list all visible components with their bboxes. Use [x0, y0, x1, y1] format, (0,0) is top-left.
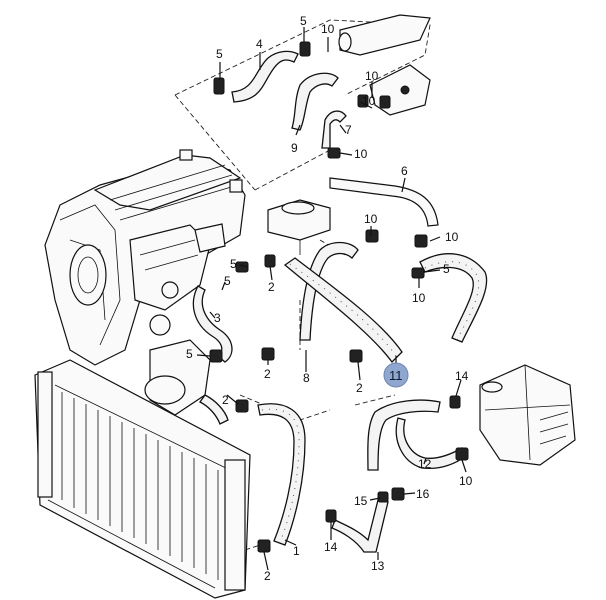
radiator — [34, 359, 251, 599]
highlighted-callout-11[interactable]: 11 — [383, 362, 409, 388]
leader-lines — [196, 27, 467, 571]
label-4: 4 — [256, 37, 263, 51]
label-10: 10 — [365, 69, 379, 83]
label-10: 10 — [459, 474, 473, 488]
label-13: 13 — [371, 559, 385, 573]
label-5: 5 — [224, 274, 231, 288]
label-10: 10 — [412, 291, 426, 305]
label-14: 14 — [324, 540, 338, 554]
label-6: 6 — [401, 164, 408, 178]
label-11: 11 — [389, 368, 403, 383]
label-2: 2 — [356, 381, 363, 395]
label-10: 10 — [364, 212, 378, 226]
label-2: 2 — [268, 280, 275, 294]
label-2: 2 — [264, 569, 271, 583]
label-10: 10 — [445, 230, 459, 244]
label-5: 5 — [443, 262, 450, 276]
coolant-reservoir — [479, 364, 576, 466]
label-15: 15 — [354, 494, 368, 508]
label-1: 1 — [293, 544, 300, 558]
label-14: 14 — [455, 369, 469, 383]
label-7: 7 — [345, 123, 352, 137]
label-5: 5 — [216, 47, 223, 61]
callout-labels: 5 10 4 5 10 10 7 9 10 6 10 10 5 5 5 2 10… — [186, 14, 473, 583]
label-12: 12 — [418, 457, 432, 471]
label-5: 5 — [186, 347, 193, 361]
label-9: 9 — [291, 141, 298, 155]
hoses — [192, 50, 488, 553]
label-10: 10 — [321, 22, 335, 36]
label-16: 16 — [416, 487, 430, 501]
label-10: 10 — [362, 94, 376, 108]
label-5: 5 — [230, 257, 237, 271]
thermostat-housing — [267, 199, 331, 255]
engine-block — [44, 149, 246, 416]
label-3: 3 — [214, 311, 221, 325]
label-2: 2 — [222, 393, 229, 407]
label-8: 8 — [303, 371, 310, 385]
label-5: 2 — [264, 367, 271, 381]
label-5: 5 — [300, 14, 307, 28]
label-10: 10 — [354, 147, 368, 161]
